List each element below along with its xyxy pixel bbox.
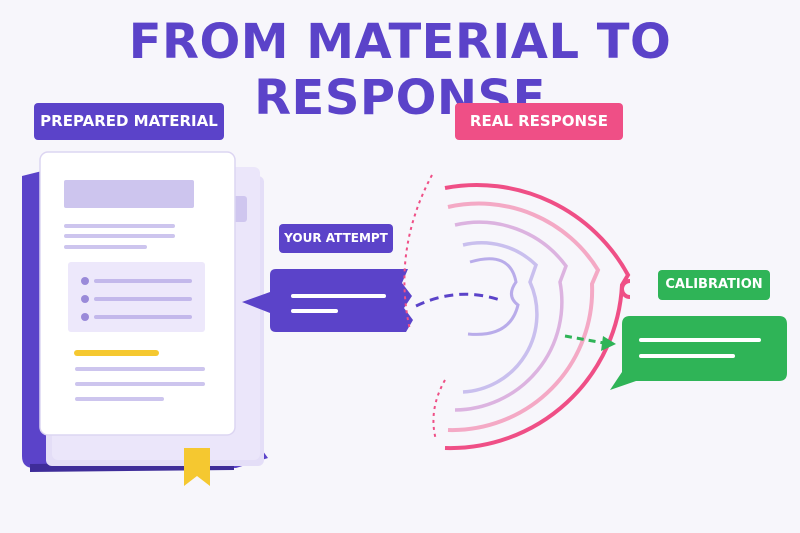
dotted-wave-left	[403, 174, 433, 331]
your-attempt-label: YOUR ATTEMPT	[279, 224, 393, 253]
bookmark-icon	[184, 448, 210, 486]
list-bullet	[81, 277, 89, 285]
prepared-material-label: PREPARED MATERIAL	[34, 103, 224, 140]
sound-wave-icon	[403, 174, 631, 451]
your-attempt-bubble	[242, 269, 413, 332]
response-arc-core	[462, 241, 539, 394]
calibration-label: CALIBRATION	[658, 270, 770, 300]
document-heading-block	[64, 180, 194, 208]
list-bullet	[81, 313, 89, 321]
document-tab	[233, 196, 247, 222]
real-response-label: REAL RESPONSE	[455, 103, 623, 140]
speech-bubble-icon	[242, 269, 413, 332]
response-arc-middle	[447, 201, 601, 433]
response-arc-outer	[444, 183, 631, 451]
document-icon	[39, 151, 247, 436]
response-arc-inner	[454, 220, 568, 412]
response-core-shape	[467, 257, 520, 336]
attempt-dashed-arrow	[415, 292, 501, 308]
page-title: FROM MATERIAL TO RESPONSE	[128, 14, 672, 126]
calibration-arrow-icon	[564, 334, 616, 351]
calibration-bubble-icon	[610, 316, 787, 390]
list-bullet	[81, 295, 89, 303]
calibration-bubble	[610, 316, 787, 390]
